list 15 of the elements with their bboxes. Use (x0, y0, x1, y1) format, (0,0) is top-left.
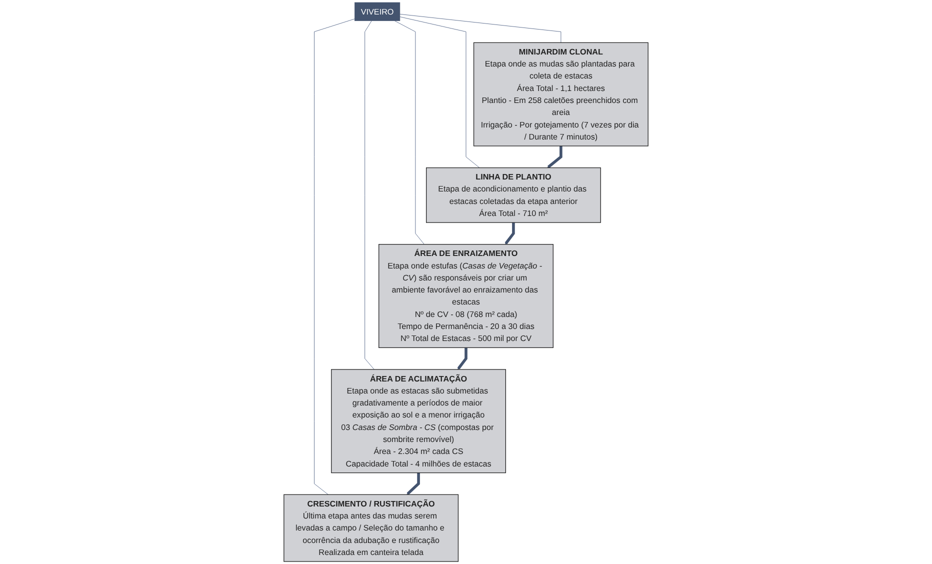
node-box: CRESCIMENTO / RUSTIFICAÇÃO Última etapa antes das mudas serem levadas a campo / Seleção do tamanho e ocorrência da adubação e rustificação Realizada em canteira telada (284, 494, 459, 562)
node-box: MINIJARDIM CLONAL Etapa onde as mudas são plantadas para coleta de estacas Área Total - 1,1 hectares Plantio - Em 258 caletões preenchidos com areia Irrigação - Por gotejamento (7 vezes por dia / Durante 7 minutos) (473, 42, 648, 146)
connector (314, 18, 355, 495)
node-box: VIVEIRO (354, 2, 400, 21)
node-box: ÁREA DE ENRAIZAMENTO Etapa onde estufas (Casas de Vegetação - CV) são responsáveis por criar um ambiente favorável ao enraizamento das estacas Nº de CV - 08 (768 m² cada) Tempo de Permanência - 20 a 30 dias Nº Total de Estacas - 500 mil por CV (378, 244, 554, 348)
connector (364, 20, 374, 370)
arrow (547, 146, 562, 168)
node-box: LINHA DE PLANTIO Etapa de acondicionamento e plantio das estacas coletadas da etapa anterior Área Total - 710 m² (426, 167, 601, 223)
connector (400, 14, 562, 43)
arrow (504, 222, 515, 244)
connector (400, 16, 480, 168)
connector (394, 20, 424, 245)
arrow (406, 472, 420, 495)
node-box: ÁREA DE ACLIMATAÇÃO Etapa onde as estacas são submetidas gradativamente a períodos de maior exposição ao sol e a menor irrigação 03 Casas de Sombra - CS (compostas por sombrite removível) Área - 2.304 m² cada CS Capacidade Total - 4 milhões de estacas (331, 369, 506, 474)
arrow (457, 348, 468, 370)
